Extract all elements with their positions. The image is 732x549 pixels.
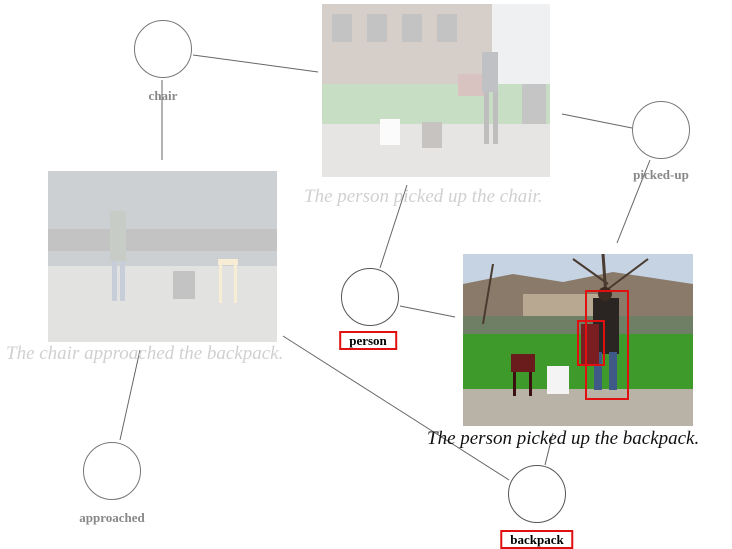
chair-node-label: chair [148,88,178,103]
approached-node-label: approached [79,510,145,525]
approached-node [83,442,141,500]
picked-up-node-label: picked-up [633,167,689,182]
edge-mainimage-backpack [544,432,554,466]
person-node [341,268,399,326]
backpack-node [508,465,566,523]
edge-pickedup-mainimage [616,159,651,244]
edge-person-mainimage [399,305,456,318]
edge-topimage-pickedup [561,113,633,129]
picked-up-node [632,101,690,159]
edge-chair-topimage [192,54,319,73]
main-scene-caption: The person picked up the backpack. [427,428,700,449]
left-scene-image [48,171,277,342]
edge-topimage-person [379,184,408,269]
edge-leftimage-backpack [282,335,510,481]
chair-node [134,20,192,78]
person-bounding-box [585,290,629,400]
top-scene-caption: The person picked up the chair. [304,186,543,207]
main-scene-image [463,254,693,426]
backpack-bounding-box [577,320,605,366]
top-scene-image [322,4,550,177]
person-node-label: person [339,331,397,350]
edge-leftimage-approached [119,349,141,441]
backpack-node-label: backpack [500,530,574,549]
left-scene-caption: The chair approached the backpack. [6,343,284,364]
